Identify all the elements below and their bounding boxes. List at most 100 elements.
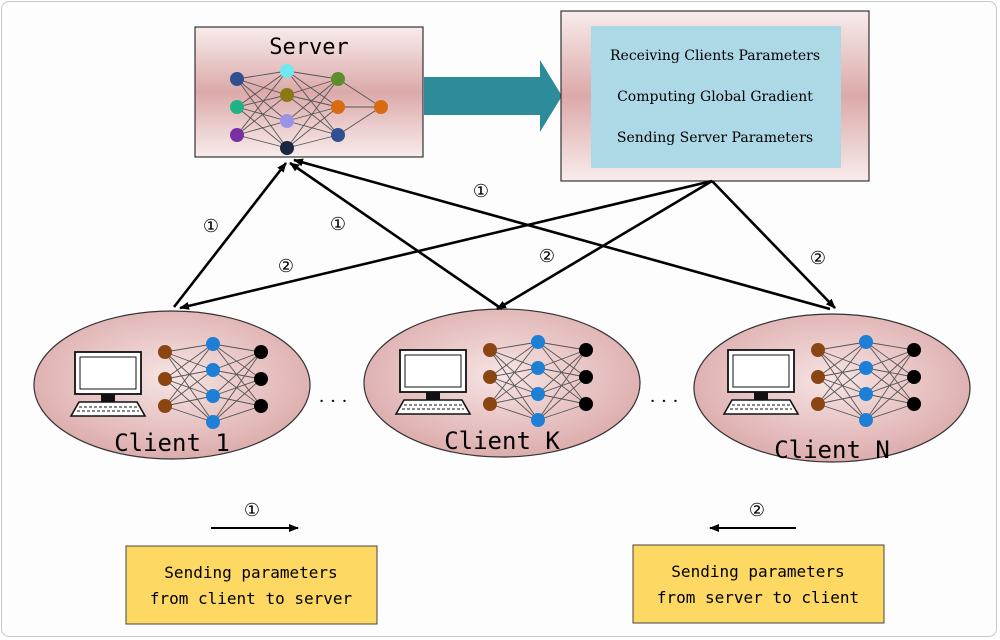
- marker-download-clientn: ②: [810, 248, 826, 269]
- network-node: [811, 397, 825, 411]
- server-title: Server: [269, 35, 348, 60]
- network-connection: [489, 349, 539, 421]
- network-connection: [236, 70, 288, 80]
- network-connection: [817, 349, 867, 421]
- network-node: [280, 64, 294, 78]
- server-box: Server: [194, 26, 424, 158]
- network-node: [254, 399, 268, 413]
- network-node: [579, 397, 593, 411]
- monitor-screen: [732, 354, 790, 388]
- network-connection: [537, 341, 587, 378]
- legend-upload-marker: ①: [244, 500, 260, 521]
- network-node: [483, 397, 497, 411]
- network-connection: [489, 349, 539, 395]
- network-connection: [865, 376, 915, 421]
- network-connection: [236, 134, 288, 149]
- network-node: [859, 387, 873, 401]
- client-k-neural-network-icon: [483, 335, 593, 427]
- network-node: [158, 399, 172, 413]
- network-node: [907, 397, 921, 411]
- client-1-neural-network-icon: [158, 337, 268, 429]
- client-1: Client 1: [33, 310, 311, 460]
- client-1-label: Client 1: [114, 429, 230, 457]
- network-connection: [865, 341, 915, 351]
- network-connection: [164, 378, 214, 423]
- network-connection: [286, 78, 339, 122]
- network-connection: [212, 351, 262, 423]
- arrow-process-to-client1: [179, 179, 713, 310]
- network-connection: [164, 343, 214, 380]
- network-connection: [286, 94, 339, 108]
- network-connection: [164, 395, 214, 407]
- network-connection: [236, 94, 288, 136]
- process-line-receiving: Receiving Clients Parameters: [610, 48, 820, 64]
- network-connection: [865, 403, 915, 421]
- process-line-computing: Computing Global Gradient: [617, 89, 813, 105]
- network-connection: [865, 367, 915, 405]
- network-connection: [489, 393, 539, 405]
- network-node: [531, 413, 545, 427]
- network-node: [859, 361, 873, 375]
- network-connection: [164, 343, 214, 353]
- network-connection: [236, 94, 288, 108]
- network-connection: [489, 341, 539, 378]
- legend-download-box: [632, 544, 885, 624]
- network-node: [280, 88, 294, 102]
- keyboard-shape: [394, 399, 472, 415]
- network-connection: [236, 70, 288, 136]
- network-connection: [236, 120, 288, 136]
- network-node: [280, 114, 294, 128]
- client-n: Client N: [693, 313, 971, 464]
- network-connection: [286, 70, 339, 80]
- marker-upload-clientk: ①: [330, 214, 346, 235]
- client-n-label: Client N: [774, 436, 890, 464]
- network-node: [331, 128, 345, 142]
- ellipsis-right: · · ·: [650, 391, 679, 412]
- network-connection: [489, 341, 539, 351]
- monitor-stand: [426, 392, 440, 400]
- network-node: [907, 343, 921, 357]
- network-connection: [212, 343, 262, 353]
- network-node: [859, 413, 873, 427]
- monitor-screen: [404, 354, 462, 388]
- network-connection: [286, 70, 339, 136]
- network-connection: [817, 403, 867, 421]
- network-connection: [286, 106, 339, 149]
- network-connection: [212, 343, 262, 407]
- arrow-client1-to-server: [172, 162, 288, 308]
- monitor-stand: [101, 394, 115, 402]
- marker-upload-clientn: ①: [473, 181, 489, 202]
- network-connection: [817, 376, 867, 421]
- network-connection: [489, 376, 539, 421]
- computer-icon: [394, 349, 472, 415]
- keyboard-shape: [69, 401, 147, 417]
- network-node: [811, 370, 825, 384]
- network-connection: [817, 367, 867, 405]
- network-node: [811, 343, 825, 357]
- big-arrow-icon: [424, 60, 562, 132]
- network-connection: [337, 106, 382, 136]
- network-node: [483, 343, 497, 357]
- network-node: [531, 361, 545, 375]
- network-node: [206, 415, 220, 429]
- network-node: [907, 370, 921, 384]
- network-connection: [164, 351, 214, 423]
- network-connection: [537, 349, 587, 369]
- network-connection: [164, 405, 214, 423]
- legend-upload-text-line1: Sending parameters: [164, 563, 337, 582]
- client-n-neural-network-icon: [811, 335, 921, 427]
- network-node: [158, 372, 172, 386]
- network-connection: [236, 106, 288, 122]
- client-k: Client K: [363, 308, 641, 458]
- network-connection: [164, 343, 214, 407]
- network-connection: [286, 78, 339, 96]
- network-connection: [817, 349, 867, 395]
- network-connection: [212, 343, 262, 380]
- network-node: [331, 72, 345, 86]
- network-node: [230, 128, 244, 142]
- network-connection: [537, 341, 587, 405]
- network-node: [206, 363, 220, 377]
- network-connection: [537, 341, 587, 351]
- marker-download-client1: ②: [278, 256, 294, 277]
- legend-upload-box: [125, 545, 378, 625]
